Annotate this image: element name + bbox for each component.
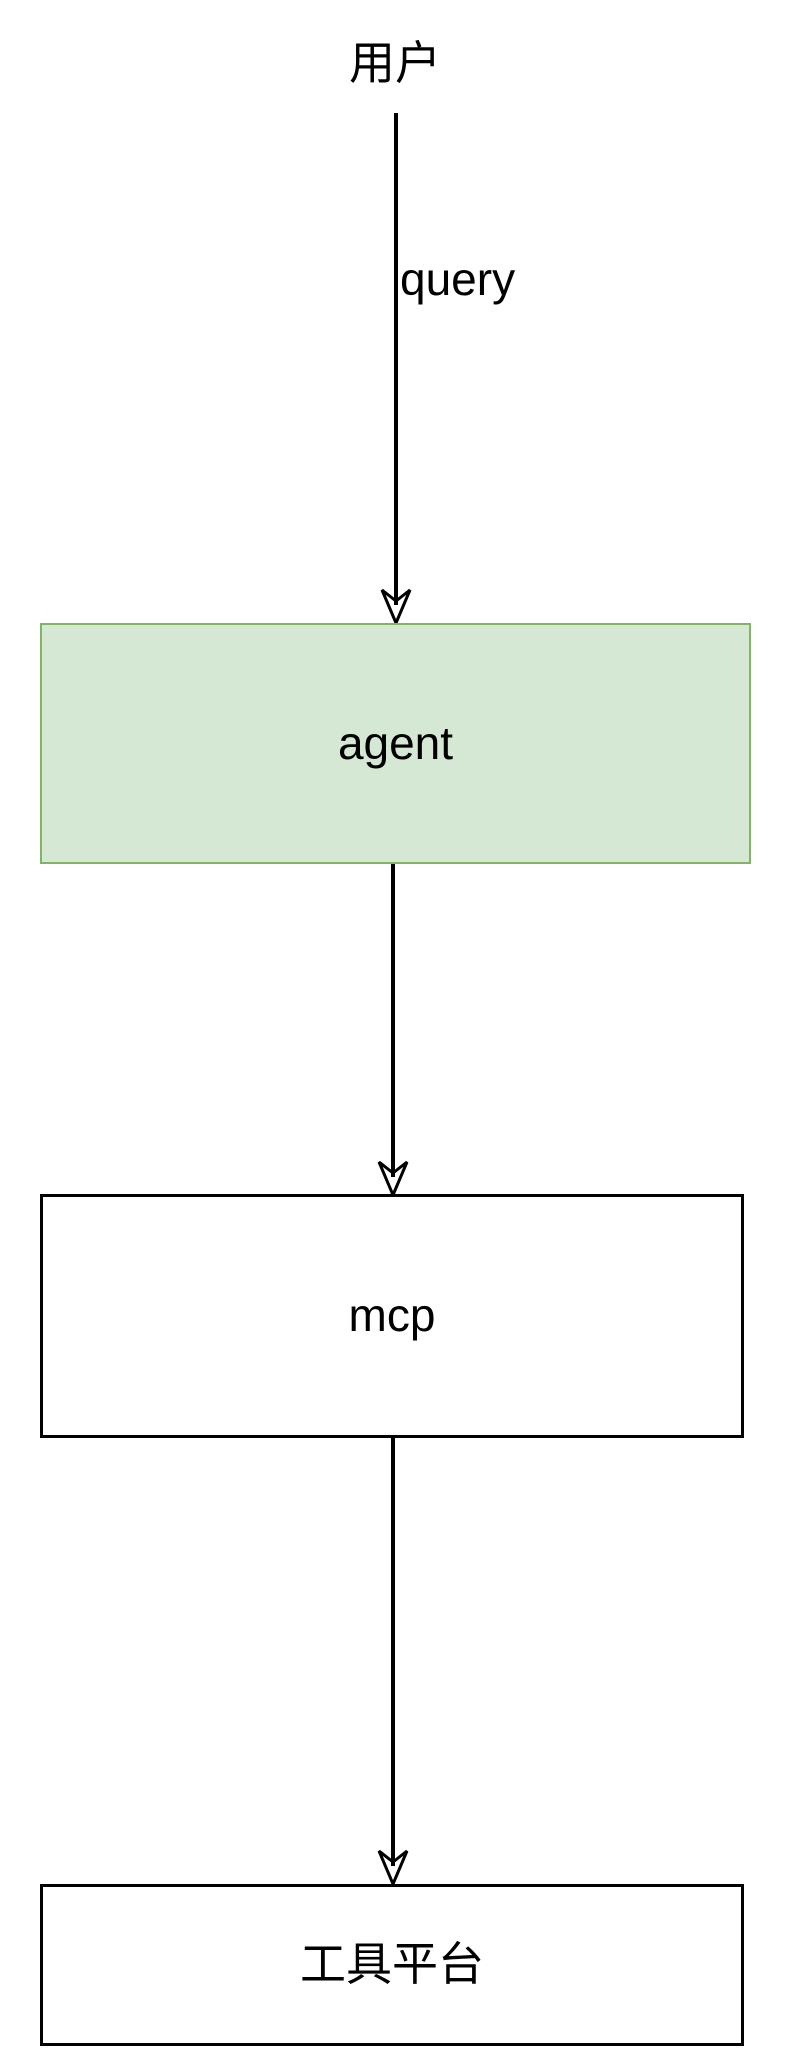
node-agent[interactable]: agent (40, 623, 751, 864)
edge-user-to-agent (380, 113, 412, 627)
node-mcp-label: mcp (348, 1289, 436, 1342)
edge-agent-to-mcp (377, 864, 409, 1199)
edge-mcp-to-tool-platform (377, 1438, 409, 1888)
edge-label-query: query (400, 253, 516, 306)
node-user-label[interactable]: 用户 (349, 37, 441, 90)
node-agent-label: agent (337, 716, 454, 769)
node-tool-platform-label: 工具平台 (300, 1938, 484, 1991)
node-tool-platform[interactable]: 工具平台 (40, 1884, 744, 2046)
node-mcp[interactable]: mcp (40, 1194, 744, 1438)
